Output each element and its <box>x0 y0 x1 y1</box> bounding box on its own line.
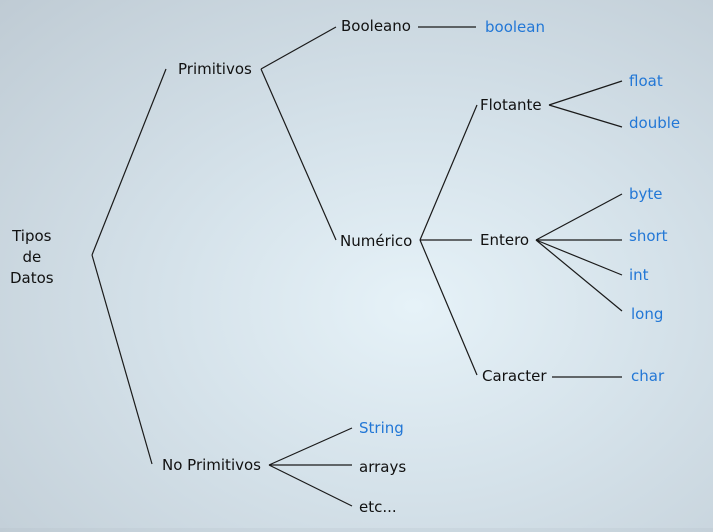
leaf-byte: byte <box>629 185 663 203</box>
leaf-boolean: boolean <box>485 18 545 36</box>
root-node: Tipos de Datos <box>10 226 54 289</box>
node-primitivos: Primitivos <box>178 60 252 78</box>
leaf-int: int <box>629 266 649 284</box>
root-label-line1: Tipos <box>12 227 52 245</box>
leaf-long: long <box>631 305 664 323</box>
node-no-primitivos: No Primitivos <box>162 456 261 474</box>
node-flotante: Flotante <box>480 96 542 114</box>
node-caracter: Caracter <box>482 367 547 385</box>
node-numerico: Numérico <box>340 232 413 250</box>
root-label-line3: Datos <box>10 269 54 287</box>
leaf-char: char <box>631 367 665 385</box>
leaf-string: String <box>359 419 404 437</box>
node-entero: Entero <box>480 231 530 249</box>
root-label-line2: de <box>22 248 42 266</box>
leaf-double: double <box>629 114 681 132</box>
leaf-etc: etc... <box>359 498 397 516</box>
leaf-short: short <box>629 227 668 245</box>
leaf-float: float <box>629 72 663 90</box>
node-booleano: Booleano <box>341 17 411 35</box>
leaf-arrays: arrays <box>359 458 407 476</box>
